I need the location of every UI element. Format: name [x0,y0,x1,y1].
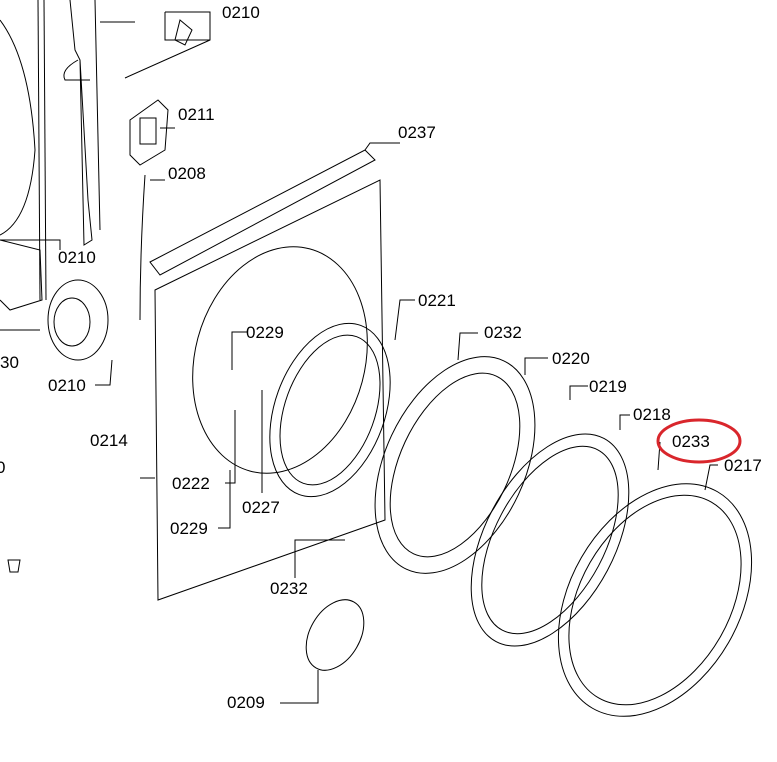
part-0210-clip [124,11,211,79]
cabinet-left [0,0,47,311]
label-0210: 0210 [58,248,96,267]
label-0214: 0214 [90,431,128,450]
label-0222: 0222 [172,474,210,493]
highlight-circle [656,418,742,464]
label-0220: 0220 [552,349,590,368]
label-0217: 0217 [724,456,762,475]
part-0209-cap [305,599,365,671]
part-0210-pump [47,279,109,361]
label-0227: 0227 [242,498,280,517]
label-0233: 0233 [672,432,710,451]
label-0221: 0221 [418,291,456,310]
label-0232: 0232 [270,579,308,598]
label-0219: 0219 [589,377,627,396]
part-0214-front-panel [154,179,386,601]
part-0210-rail [63,0,101,246]
part-0220-frame [374,356,536,574]
label-0211: 0211 [178,105,215,124]
part-0208-cable [139,174,146,321]
part-0211-lock [129,99,169,166]
label-0208: 0208 [168,164,206,183]
label-0218: 0218 [633,405,671,424]
label-0209: 0209 [227,693,265,712]
part-0221-ring [269,322,391,498]
label-0229: 0229 [246,323,284,342]
part-0218-frame [470,433,630,647]
foot-part [7,559,21,573]
leader-lines [0,21,718,704]
label-0229: 0229 [170,519,208,538]
part-0237-rail [149,149,376,276]
label-0237: 0237 [398,123,436,142]
label-partial-0: 0 [0,458,6,477]
label-30: 30 [0,353,19,372]
label-0232: 0232 [484,323,522,342]
part-0217-ring [557,483,753,717]
label-0210: 0210 [48,376,86,395]
label-0210: 0210 [222,3,260,22]
